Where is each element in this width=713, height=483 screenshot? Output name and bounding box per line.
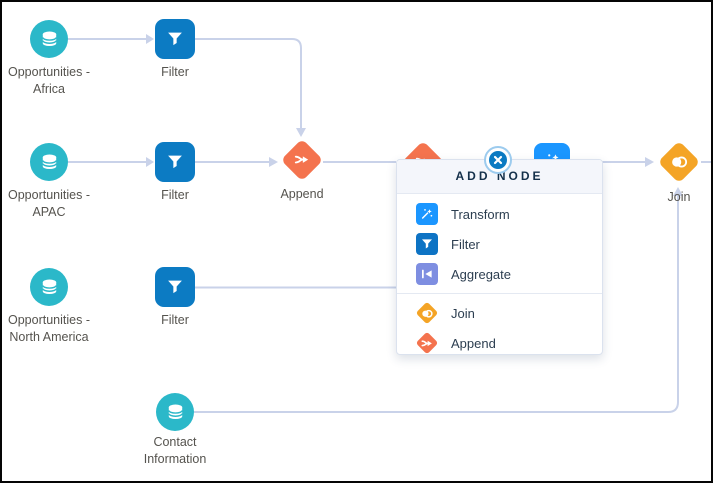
menu-item-label: Transform (451, 206, 510, 222)
menu-item-aggregate[interactable]: Aggregate (397, 259, 602, 289)
node-label: Opportunities - APAC (8, 188, 90, 219)
filter-node-apac[interactable] (155, 142, 195, 182)
append-icon (294, 155, 309, 164)
join-node[interactable] (657, 140, 701, 184)
join-icon (672, 156, 688, 168)
menu-item-append[interactable]: Append (397, 328, 602, 358)
append-icon (415, 331, 439, 355)
filter-node-north-america[interactable] (155, 267, 195, 307)
close-icon (489, 151, 507, 169)
database-icon (167, 404, 183, 419)
menu-item-label: Aggregate (451, 266, 511, 282)
popup-menu: Transform Filter Aggregate (397, 194, 602, 358)
menu-divider (397, 293, 602, 294)
node-label: Contact Information (143, 435, 207, 466)
node-label: Join (667, 190, 691, 204)
menu-item-join[interactable]: Join (397, 298, 602, 328)
filter-icon (168, 280, 182, 294)
node-label: Opportunities - Africa (8, 65, 90, 96)
database-icon (41, 279, 57, 294)
node-label: Opportunities - North America (8, 313, 90, 344)
filter-icon (168, 32, 182, 46)
append-node[interactable] (280, 138, 324, 182)
add-node-popup: ADD NODE Transform (396, 159, 603, 355)
filter-icon (168, 155, 182, 169)
node-label: Filter (161, 188, 189, 202)
filter-node-africa[interactable] (155, 19, 195, 59)
menu-item-label: Filter (451, 236, 480, 252)
database-icon (41, 154, 57, 169)
dataset-node-contact-information[interactable] (156, 393, 194, 431)
aggregate-icon (416, 263, 438, 285)
join-icon (415, 301, 439, 325)
node-label: Filter (161, 65, 189, 79)
dataset-node-opportunities-africa[interactable] (30, 20, 68, 58)
dataset-node-opportunities-apac[interactable] (30, 143, 68, 181)
database-icon (41, 31, 57, 46)
menu-item-label: Append (451, 335, 496, 351)
node-label: Append (280, 187, 324, 201)
menu-item-transform[interactable]: Transform (397, 199, 602, 229)
dataset-node-opportunities-north-america[interactable] (30, 268, 68, 306)
close-button[interactable] (484, 146, 512, 174)
filter-icon (416, 233, 438, 255)
menu-item-label: Join (451, 305, 475, 321)
node-label: Filter (161, 313, 189, 327)
transform-icon (416, 203, 438, 225)
menu-item-filter[interactable]: Filter (397, 229, 602, 259)
